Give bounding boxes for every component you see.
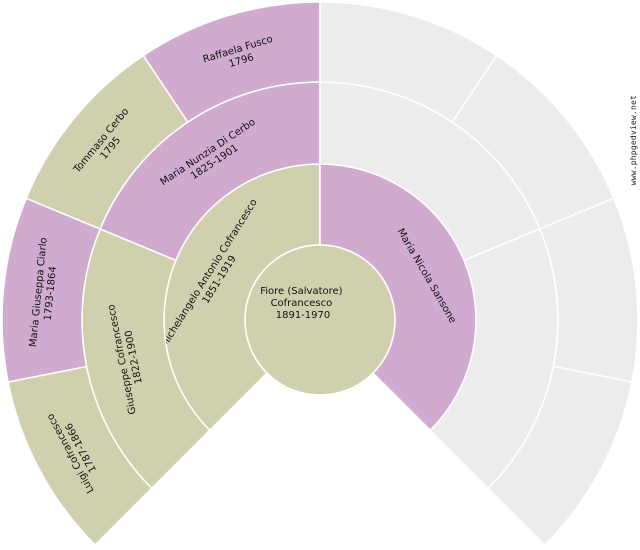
root-name: Fiore (Salvatore) Cofrancesco 1891-1970 xyxy=(260,286,346,321)
empty-ancestor-segment xyxy=(487,365,633,546)
root-years: 1891-1970 xyxy=(276,310,331,321)
root-surname: Cofrancesco xyxy=(271,298,333,309)
watermark-link[interactable]: www.phpgedview.net xyxy=(629,95,638,186)
ancestor-label: Maria Giuseppa Ciarlo1793-1864 xyxy=(28,237,62,349)
root-person-circle[interactable] xyxy=(244,244,396,396)
root-given-name: Fiore (Salvatore) xyxy=(260,286,342,297)
ancestor-years: 1793-1864 xyxy=(43,266,59,321)
root-person[interactable]: Fiore (Salvatore) Cofrancesco 1891-1970 xyxy=(244,244,396,396)
